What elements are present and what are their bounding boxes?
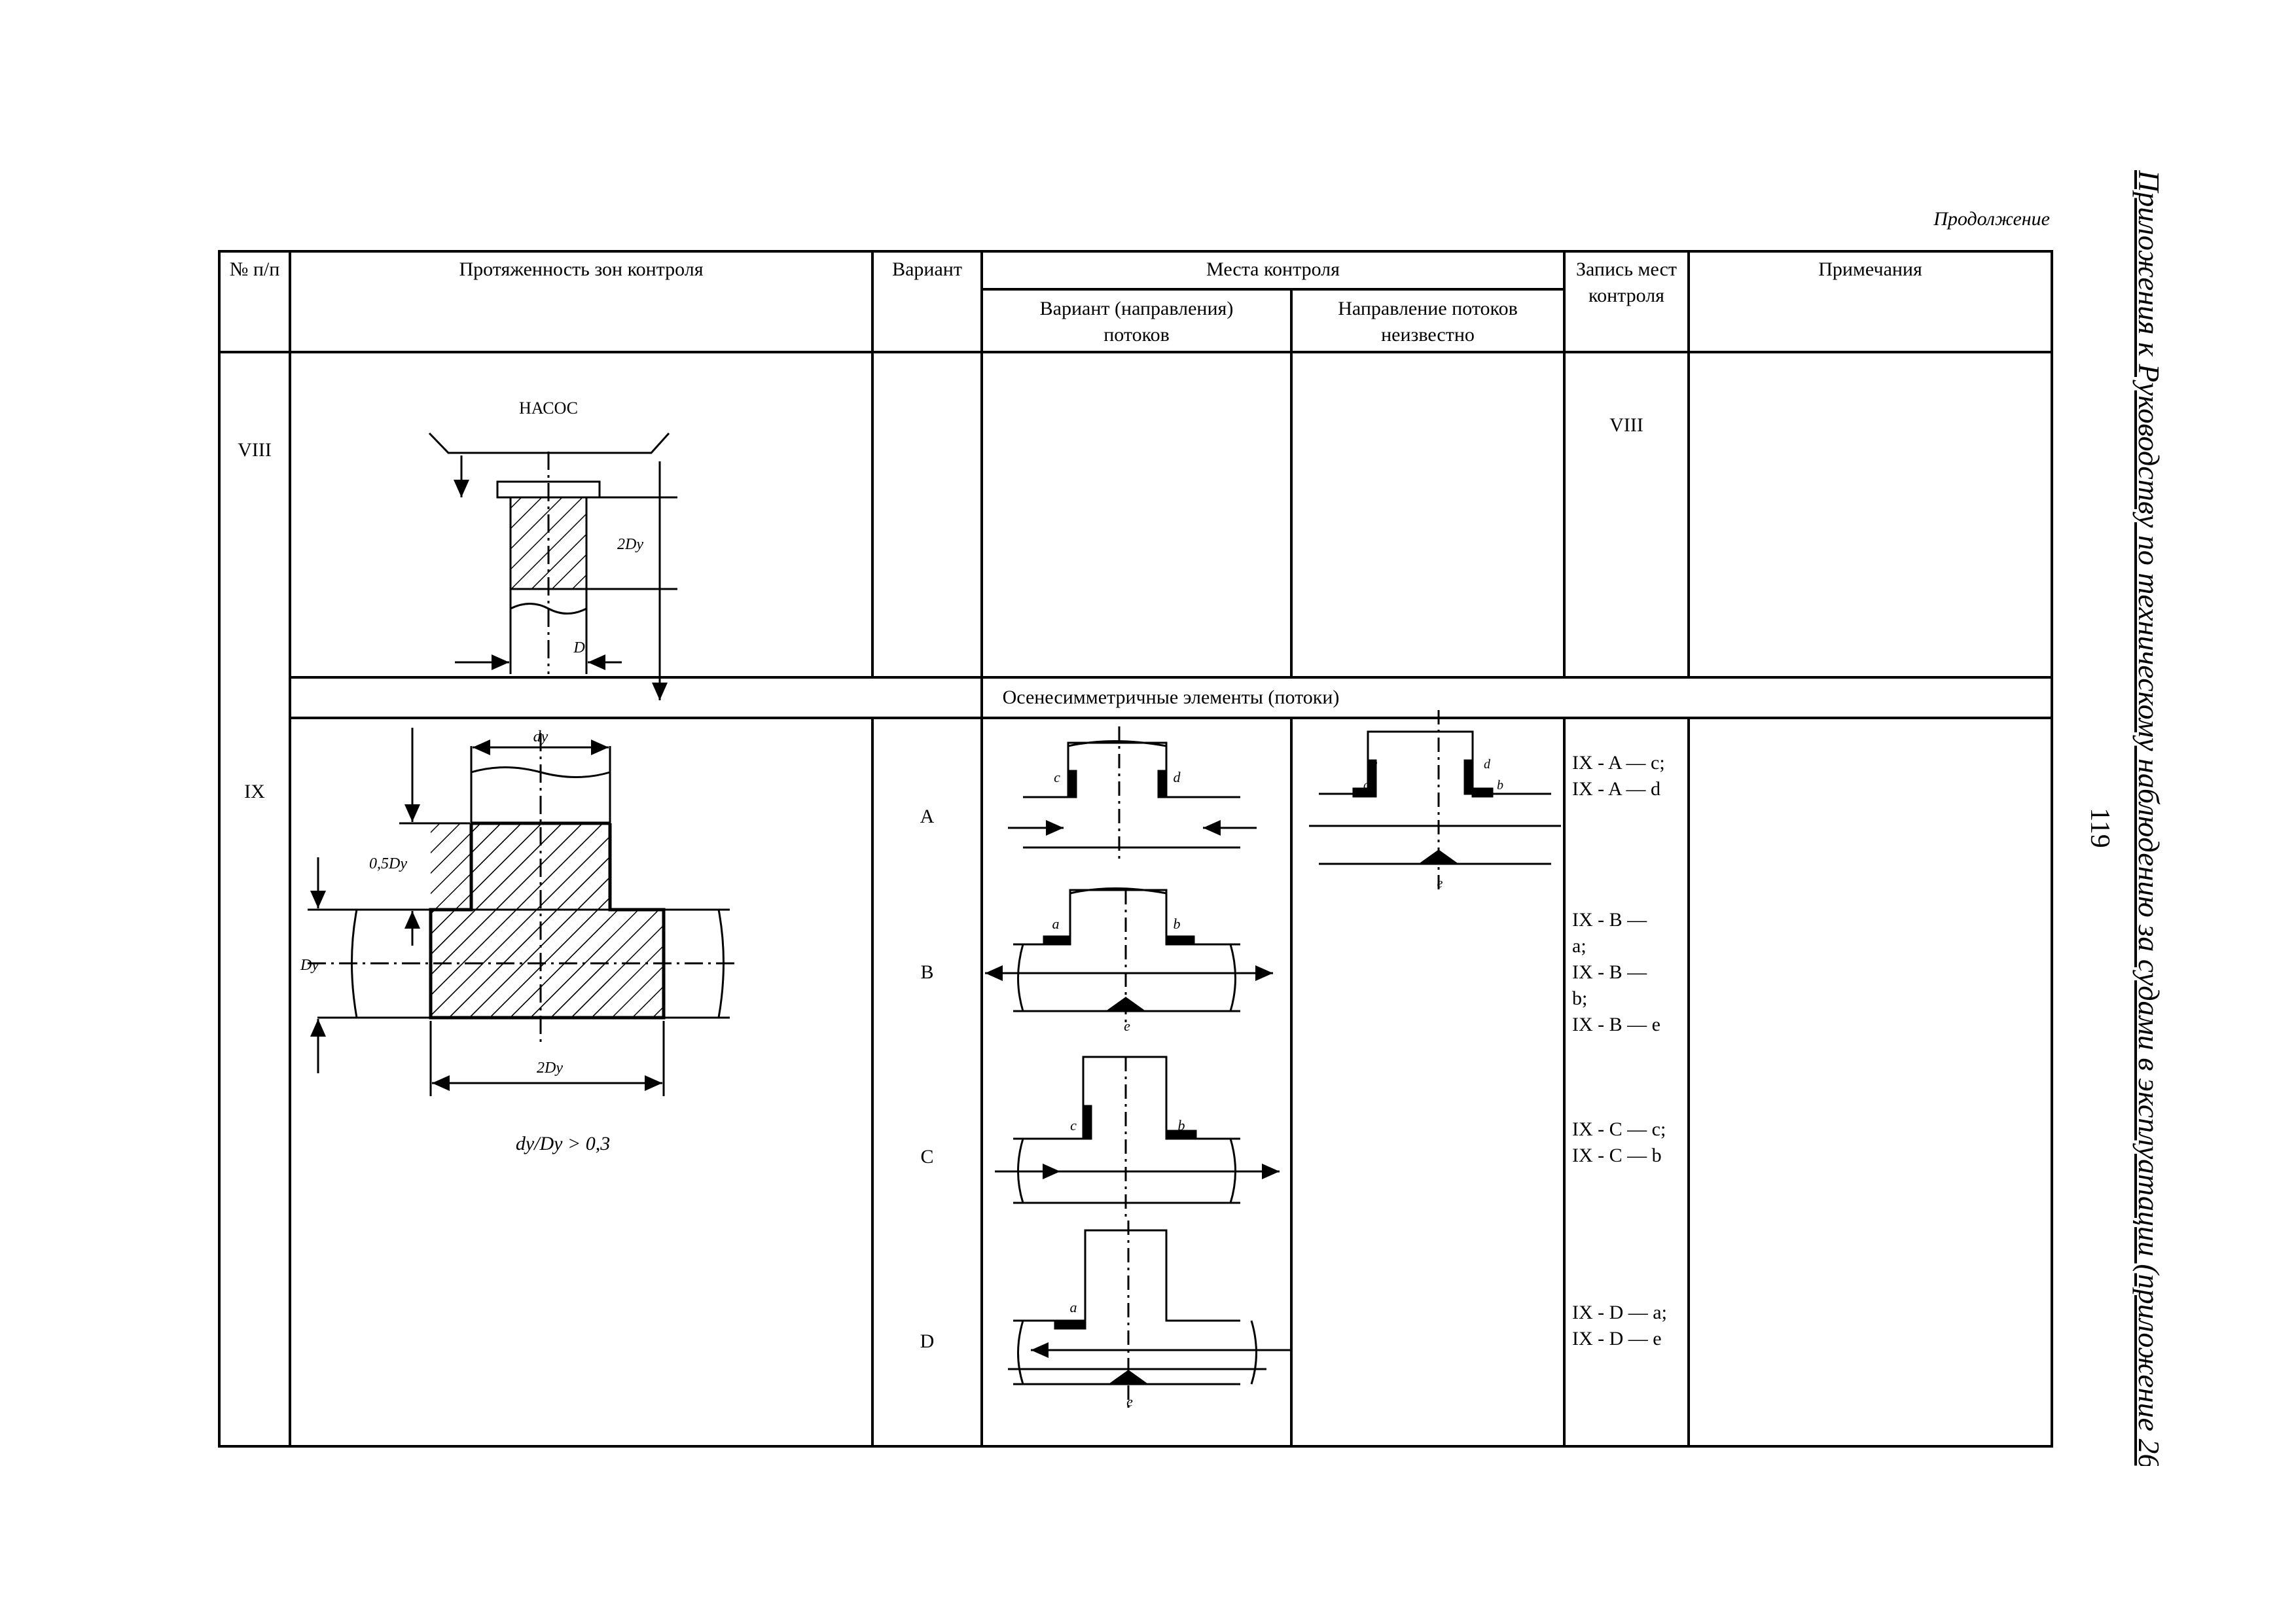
variant-a-drawing — [1008, 726, 1257, 864]
variant-b-label: B — [920, 961, 934, 983]
label-u-d: d — [1484, 757, 1490, 772]
record-d-1: IX - D — a; — [1572, 1302, 1667, 1323]
record-a-1: IX - A — c; — [1572, 752, 1665, 774]
pump-label: НАСОС — [518, 399, 579, 418]
ix-ratio: dу/Dу > 0,3 — [515, 1133, 611, 1154]
header-notes: Примечания — [1818, 259, 1922, 280]
variant-c-label: C — [920, 1146, 934, 1168]
record-c-2: IX - C — b — [1572, 1145, 1662, 1166]
row-viii-num: VIII — [238, 439, 272, 461]
record-c-1: IX - C — c; — [1572, 1118, 1666, 1140]
header-places-unknown: Направление потоков неизвестно — [1338, 298, 1518, 346]
ix-dim-dy-side: Dу — [300, 957, 319, 974]
header-places-known: Вариант (направления) потоков — [1039, 298, 1234, 346]
header-record: Запись мест контроля — [1575, 259, 1677, 306]
record-b-5: IX - B — e — [1572, 1014, 1660, 1035]
record-b-4: b; — [1572, 988, 1588, 1009]
label-d-e: e — [1126, 1393, 1133, 1410]
header-extent: Протяженность зон контроля — [459, 259, 704, 280]
record-b-3: IX - B — — [1572, 961, 1647, 983]
ix-dim-dy-top: dу — [533, 728, 548, 745]
record-c: IX - C — c; IX - C — b — [1572, 1116, 1687, 1169]
record-b-2: a; — [1572, 935, 1587, 957]
record-b: IX - B — a; IX - B — b; IX - B — e — [1572, 907, 1687, 1038]
variant-unknown-drawing — [1309, 710, 1561, 893]
pump-dim-d: D — [573, 639, 585, 656]
header-variant: Вариант — [892, 259, 962, 280]
ix-dim-2dy: 2Dу — [537, 1060, 563, 1077]
label-a-d: d — [1173, 769, 1181, 785]
label-u-c: c — [1371, 757, 1378, 772]
header-num: № п/п — [229, 259, 280, 280]
label-d-a: a — [1069, 1299, 1077, 1315]
record-b-1: IX - B — — [1572, 909, 1647, 931]
row-viii-record: VIII — [1609, 414, 1643, 436]
label-b-e: e — [1124, 1018, 1130, 1034]
variant-c-drawing — [995, 1056, 1280, 1217]
header-places: Места контроля — [1206, 259, 1340, 280]
label-u-e: e — [1437, 876, 1443, 891]
variant-a-label: A — [920, 806, 935, 827]
pump-dim-2dy: 2Dу — [617, 536, 643, 553]
tee-zone-drawing — [308, 728, 740, 1096]
label-c-c: c — [1070, 1117, 1077, 1133]
record-a: IX - A — c; IX - A — d — [1572, 750, 1687, 802]
label-c-b: b — [1177, 1117, 1185, 1133]
row-ix-num: IX — [244, 781, 265, 802]
label-u-b: b — [1497, 778, 1503, 793]
variant-d-drawing — [1008, 1221, 1293, 1410]
continuation-label: Продолжение — [1933, 208, 2050, 230]
variant-b-drawing — [985, 887, 1273, 1027]
variant-d-label: D — [920, 1330, 935, 1352]
ix-dim-05dy: 0,5Dу — [369, 855, 407, 872]
label-u-a: a — [1363, 778, 1370, 793]
table-grid — [218, 250, 2053, 1448]
section-title: Осенесимметричные элементы (потоки) — [1002, 687, 1340, 708]
record-d-2: IX - D — e — [1572, 1328, 1662, 1349]
record-d: IX - D — a; IX - D — e — [1572, 1300, 1687, 1352]
label-b-a: a — [1052, 916, 1060, 932]
record-a-2: IX - A — d — [1572, 778, 1660, 800]
label-b-b: b — [1173, 916, 1181, 932]
pump-drawing — [428, 432, 677, 700]
label-a-c: c — [1054, 769, 1060, 785]
